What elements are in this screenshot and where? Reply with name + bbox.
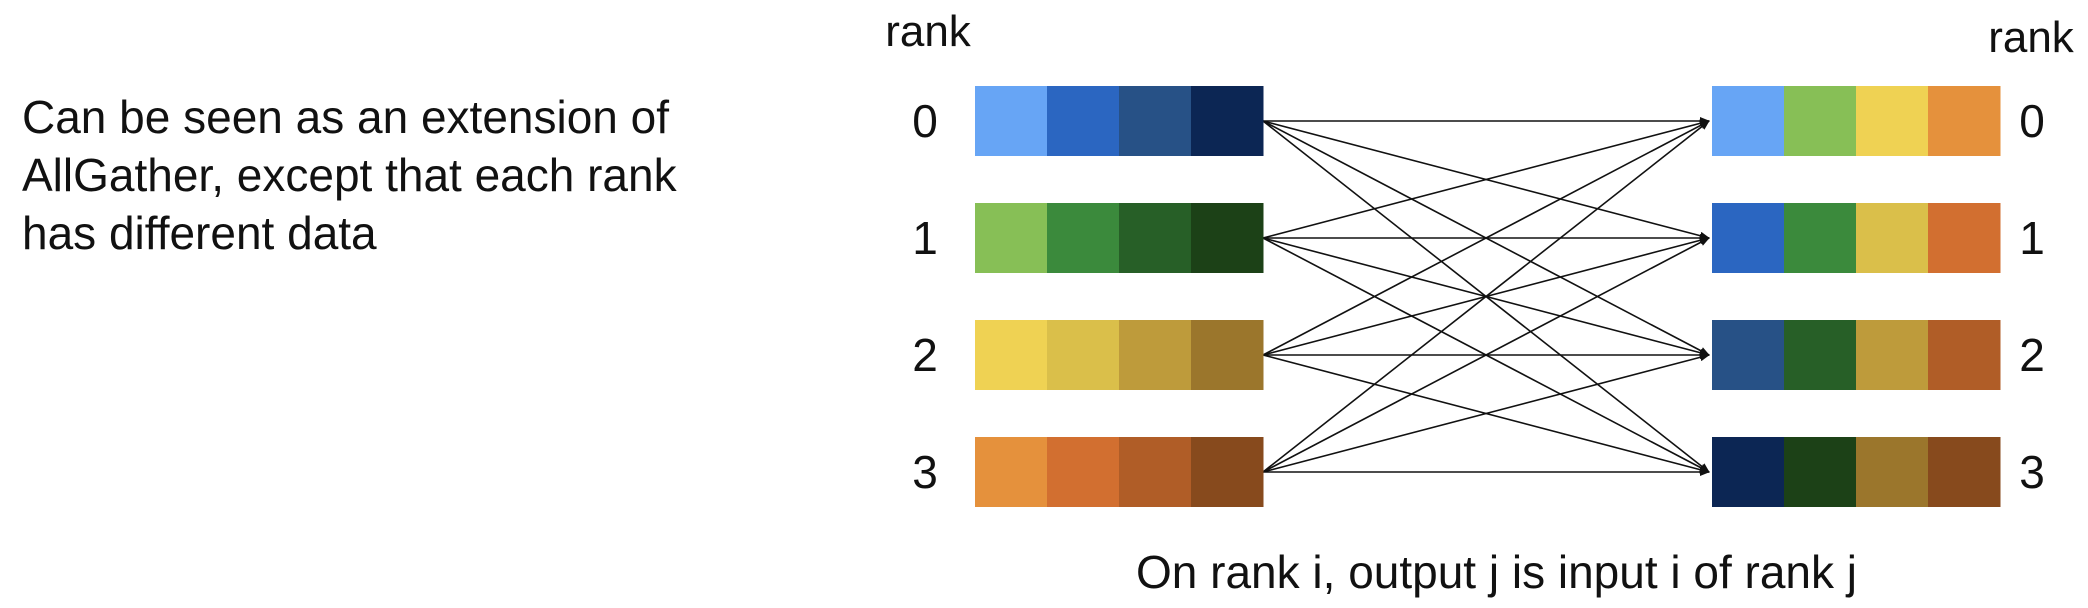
arrow-1-to-0 xyxy=(1262,119,1710,239)
rank-header-right: rank xyxy=(1988,13,2075,62)
output-chunk-3-3 xyxy=(1928,437,2001,507)
input-chunk-0-1 xyxy=(1047,86,1120,156)
arrow-2-to-0 xyxy=(1262,120,1710,356)
input-chunk-3-1 xyxy=(1047,437,1120,507)
output-chunk-1-3 xyxy=(1928,203,2001,273)
input-chunk-2-0 xyxy=(975,320,1048,390)
output-chunk-2-1 xyxy=(1784,320,1857,390)
rank-header-left: rank xyxy=(885,7,972,56)
input-buffer-rank-0: 0 xyxy=(912,86,1264,156)
arrow-3-to-2 xyxy=(1262,353,1710,473)
output-buffers: 0 1 2 3 xyxy=(1712,86,2045,507)
arrow-3-to-0 xyxy=(1262,120,1710,473)
input-chunk-0-0 xyxy=(975,86,1048,156)
input-chunk-1-3 xyxy=(1191,203,1264,273)
description-line-2: AllGather, except that each rank xyxy=(22,149,677,201)
output-buffer-rank-3: 3 xyxy=(1712,437,2045,507)
input-buffer-rank-3: 3 xyxy=(912,437,1264,507)
diagram-caption: On rank i, output j is input i of rank j xyxy=(1136,546,1858,598)
output-chunk-2-0 xyxy=(1712,320,1785,390)
input-chunk-0-3 xyxy=(1191,86,1264,156)
output-rank-label-1: 1 xyxy=(2019,212,2045,264)
input-rank-label-3: 3 xyxy=(912,446,938,498)
output-chunk-3-1 xyxy=(1784,437,1857,507)
input-rank-label-1: 1 xyxy=(912,212,938,264)
input-chunk-3-3 xyxy=(1191,437,1264,507)
input-buffer-rank-1: 1 xyxy=(912,203,1264,273)
connection-arrows xyxy=(1262,117,1710,476)
output-chunk-0-0 xyxy=(1712,86,1785,156)
output-buffer-rank-0: 0 xyxy=(1712,86,2045,156)
input-rank-label-0: 0 xyxy=(912,95,938,147)
input-chunk-2-3 xyxy=(1191,320,1264,390)
output-chunk-1-0 xyxy=(1712,203,1785,273)
output-rank-label-3: 3 xyxy=(2019,446,2045,498)
input-chunk-1-2 xyxy=(1119,203,1192,273)
output-chunk-1-1 xyxy=(1784,203,1857,273)
output-buffer-rank-2: 2 xyxy=(1712,320,2045,390)
input-buffer-rank-2: 2 xyxy=(912,320,1264,390)
output-chunk-0-1 xyxy=(1784,86,1857,156)
output-chunk-3-0 xyxy=(1712,437,1785,507)
output-chunk-1-2 xyxy=(1856,203,1929,273)
output-chunk-0-2 xyxy=(1856,86,1929,156)
input-chunk-1-0 xyxy=(975,203,1048,273)
description-text: Can be seen as an extension of AllGather… xyxy=(22,88,782,262)
output-buffer-rank-1: 1 xyxy=(1712,203,2045,273)
input-chunk-2-2 xyxy=(1119,320,1192,390)
input-rank-label-2: 2 xyxy=(912,329,938,381)
input-chunk-1-1 xyxy=(1047,203,1120,273)
output-chunk-3-2 xyxy=(1856,437,1929,507)
output-chunk-2-2 xyxy=(1856,320,1929,390)
input-chunk-3-0 xyxy=(975,437,1048,507)
output-chunk-0-3 xyxy=(1928,86,2001,156)
output-chunk-2-3 xyxy=(1928,320,2001,390)
description-line-1: Can be seen as an extension of xyxy=(22,91,670,143)
output-rank-label-2: 2 xyxy=(2019,329,2045,381)
arrow-3-to-1 xyxy=(1262,237,1710,473)
input-chunk-2-1 xyxy=(1047,320,1120,390)
input-buffers: 0 1 2 3 xyxy=(912,86,1264,507)
input-chunk-3-2 xyxy=(1119,437,1192,507)
description-line-3: has different data xyxy=(22,207,377,259)
output-rank-label-0: 0 xyxy=(2019,95,2045,147)
input-chunk-0-2 xyxy=(1119,86,1192,156)
